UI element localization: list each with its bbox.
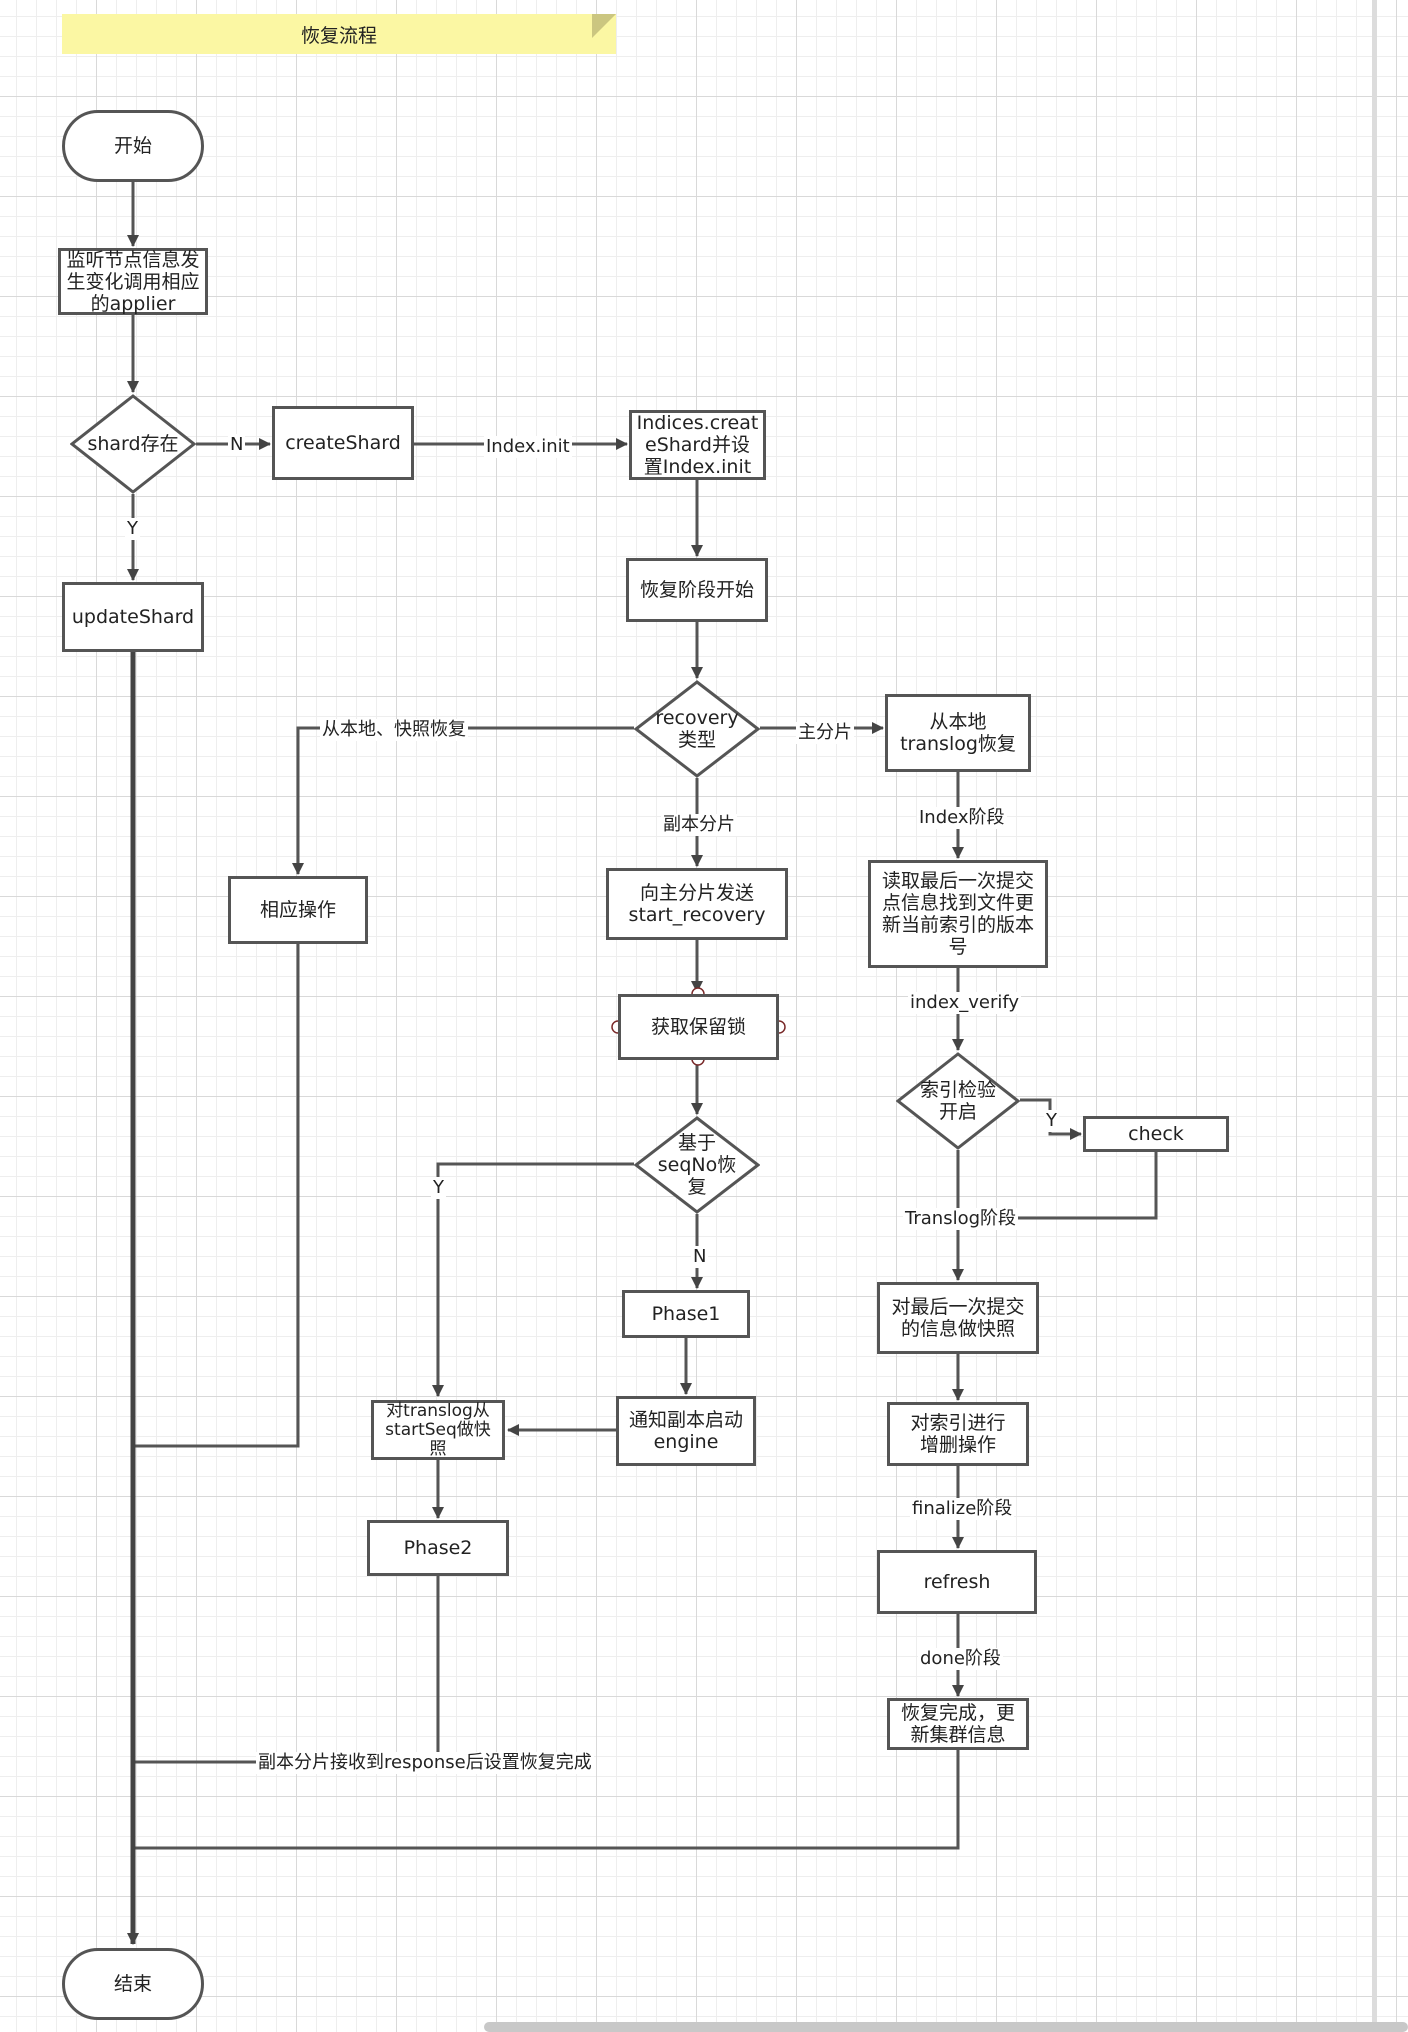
edge-label-primary: 主分片 [796, 722, 854, 744]
phase1-label: Phase1 [651, 1303, 721, 1325]
seqno-recovery-decision[interactable]: 基于seqNo恢复 [634, 1116, 760, 1214]
start-label: 开始 [113, 135, 152, 157]
recovery-start-process[interactable]: 恢复阶段开始 [626, 558, 768, 622]
edge-label-index-stage: Index阶段 [917, 807, 1007, 829]
notify-replica-process[interactable]: 通知副本启动engine [616, 1396, 756, 1466]
recovery-done-label: 恢复完成，更新集群信息 [900, 1702, 1015, 1746]
edge-label-finalize-stage: finalize阶段 [910, 1498, 1015, 1520]
edge-label-n-phase1: N [691, 1246, 709, 1268]
decision-shape [896, 1052, 1020, 1150]
edge-label-replica: 副本分片 [661, 814, 737, 836]
edge-check-merge [958, 1152, 1158, 1220]
edge-done-main [133, 1750, 960, 1850]
decision-shape [70, 394, 196, 494]
shard-exists-decision[interactable]: shard存在 [70, 394, 196, 494]
edge-label-replica-response: 副本分片接收到response后设置恢复完成 [256, 1752, 594, 1774]
index-ops-process[interactable]: 对索引进行增删操作 [887, 1402, 1029, 1466]
snapshot-commit-process[interactable]: 对最后一次提交的信息做快照 [877, 1282, 1039, 1354]
recovery-type-decision[interactable]: recovery类型 [634, 680, 760, 778]
phase2-label: Phase2 [403, 1537, 473, 1559]
note-fold-corner [592, 14, 616, 38]
indices-create-process[interactable]: Indices.createShard并设置Index.init [629, 410, 766, 480]
edge-label-done-stage: done阶段 [918, 1648, 1003, 1670]
listen-node-process[interactable]: 监听节点信息发生变化调用相应的applier [58, 248, 208, 315]
refresh-label: refresh [923, 1571, 991, 1593]
corresponding-op-label: 相应操作 [259, 899, 336, 921]
snapshot-commit-label: 对最后一次提交的信息做快照 [891, 1296, 1025, 1340]
edge-label-index-verify: index_verify [908, 992, 1022, 1014]
corresponding-op-process[interactable]: 相应操作 [228, 876, 368, 944]
viewport-edge [1372, 0, 1377, 2032]
create-shard-process[interactable]: createShard [272, 406, 414, 480]
horizontal-scrollbar[interactable] [484, 2022, 1408, 2032]
edge-corresponding-main [133, 944, 300, 1448]
edge-type-corresponding [292, 726, 634, 875]
edge-label-from-local-snapshot: 从本地、快照恢复 [320, 719, 468, 741]
recovery-type-label: recovery类型 [655, 707, 739, 751]
update-shard-label: updateShard [71, 606, 195, 628]
send-start-recovery-label: 向主分片发送start_recovery [628, 882, 766, 926]
send-start-recovery-process[interactable]: 向主分片发送start_recovery [606, 868, 788, 940]
notify-replica-label: 通知副本启动engine [628, 1409, 743, 1453]
seqno-recovery-label: 基于seqNo恢复 [657, 1132, 737, 1198]
phase1-process[interactable]: Phase1 [622, 1290, 750, 1338]
read-commit-label: 读取最后一次提交点信息找到文件更新当前索引的版本号 [881, 870, 1034, 958]
read-commit-process[interactable]: 读取最后一次提交点信息找到文件更新当前索引的版本号 [868, 860, 1048, 968]
edge-label-y-check: Y [1044, 1110, 1059, 1132]
diagram-title: 恢复流程 [300, 24, 377, 47]
create-shard-label: createShard [285, 432, 401, 454]
recovery-done-process[interactable]: 恢复完成，更新集群信息 [887, 1698, 1029, 1750]
refresh-process[interactable]: refresh [877, 1550, 1037, 1614]
end-terminal[interactable]: 结束 [62, 1948, 204, 2020]
edge-label-translog-stage: Translog阶段 [903, 1208, 1019, 1230]
index-verify-label: 索引检验开启 [919, 1079, 996, 1123]
edge-seqno-translog [432, 1162, 634, 1397]
local-translog-label: 从本地translog恢复 [900, 711, 1016, 755]
check-label: check [1128, 1123, 1184, 1145]
end-label: 结束 [113, 1973, 152, 1995]
phase2-process[interactable]: Phase2 [367, 1520, 509, 1576]
index-verify-decision[interactable]: 索引检验开启 [896, 1052, 1020, 1150]
edge-label-n: N [228, 434, 246, 456]
local-translog-process[interactable]: 从本地translog恢复 [885, 694, 1031, 772]
acquire-lock-label: 获取保留锁 [650, 1016, 746, 1038]
edge-phase2-main [133, 1576, 440, 1764]
shard-exists-label: shard存在 [87, 433, 179, 455]
indices-create-label: Indices.createShard并设置Index.init [636, 412, 759, 478]
start-terminal[interactable]: 开始 [62, 110, 204, 182]
title-note: 恢复流程 [62, 14, 616, 54]
translog-snapshot-process[interactable]: 对translog从startSeq做快照 [371, 1400, 505, 1460]
edge-label-index-init: Index.init [484, 436, 572, 458]
index-ops-label: 对索引进行增删操作 [910, 1412, 1006, 1456]
edge-label-y: Y [125, 518, 140, 540]
recovery-start-label: 恢复阶段开始 [639, 579, 754, 601]
listen-node-label: 监听节点信息发生变化调用相应的applier [66, 248, 200, 315]
decision-shape [634, 680, 760, 778]
edge-label-y-seqno: Y [431, 1177, 446, 1199]
check-process[interactable]: check [1083, 1116, 1229, 1152]
decision-shape [634, 1116, 760, 1214]
acquire-lock-process[interactable]: 获取保留锁 [618, 994, 779, 1060]
translog-snapshot-label: 对translog从startSeq做快照 [385, 1400, 491, 1459]
update-shard-process[interactable]: updateShard [62, 582, 204, 652]
